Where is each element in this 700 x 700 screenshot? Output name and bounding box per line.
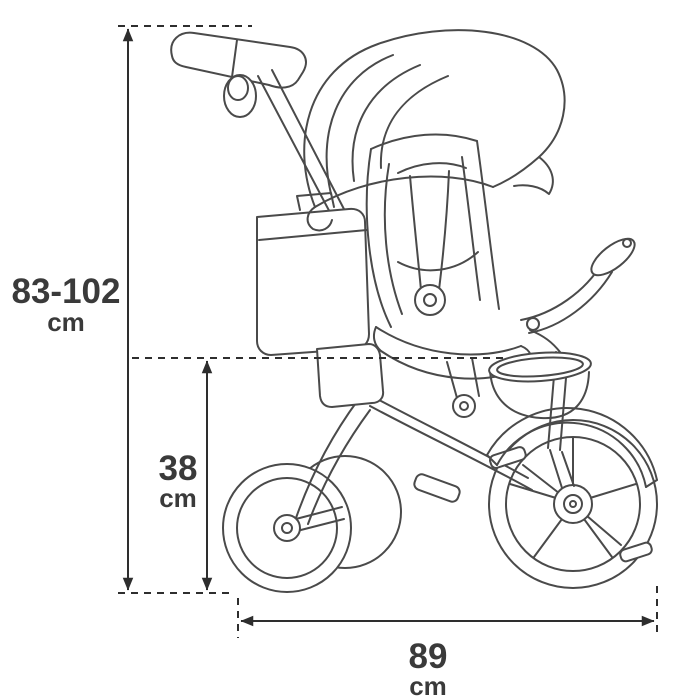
harness-buckle-button [423, 293, 437, 307]
rear-hub [273, 514, 301, 542]
child-handlebar-2 [528, 271, 613, 334]
front-hub-dot [569, 500, 577, 508]
rear-wheels-and-frame [222, 391, 533, 593]
seat-height-dimension-unit: cm [159, 483, 197, 513]
bag-flap-line [258, 229, 368, 241]
canopy-fold-1 [325, 54, 394, 195]
main-frame-beam-2 [369, 405, 533, 491]
canopy [303, 29, 566, 232]
handlebar-bolt [526, 317, 540, 331]
seat-backrest-right [476, 140, 500, 310]
seat-bolster-left [383, 163, 403, 315]
front-wheel-assembly [486, 407, 658, 589]
handle-stem-2 [271, 69, 347, 214]
canopy-visor [513, 156, 554, 195]
canopy-rear-roll [306, 206, 333, 232]
front-hub-inner [563, 494, 583, 514]
seat-support [446, 357, 480, 399]
seat-pivot-dot [459, 401, 469, 411]
canopy-fold-3 [379, 75, 449, 169]
bag-lower-pouch [316, 343, 385, 408]
canopy-bottom-edge [314, 175, 494, 208]
steering-and-handlebar [520, 237, 636, 451]
height-dimension-value: 83-102 [12, 272, 121, 311]
seat-pivot [452, 394, 476, 418]
handlebar-stem-connector [529, 329, 561, 353]
rear-basket [488, 351, 592, 420]
seat-base-rear [372, 326, 382, 352]
harness-strap-left [409, 175, 422, 291]
basket-rim [488, 351, 592, 383]
front-fender-inner [496, 421, 647, 488]
front-tire-outer [488, 419, 658, 589]
footrest [413, 473, 461, 503]
seat-base-top [375, 326, 522, 356]
handlebar-grip-cap [622, 238, 632, 248]
tricycle-drawing [170, 29, 658, 593]
harness-strap-right [438, 170, 450, 291]
canopy-fold-2 [351, 64, 421, 182]
handle-grip-split-line [231, 39, 238, 78]
handle-stem [257, 75, 335, 221]
rear-wheel-near-rim [236, 477, 338, 579]
height-dimension-unit: cm [47, 307, 85, 337]
front-fender-edges [486, 454, 658, 488]
handle-grip-bar [170, 31, 307, 89]
length-dimension-value: 89 [409, 637, 448, 676]
rear-hub-dot [281, 522, 293, 534]
front-spokes [509, 437, 637, 558]
basket-bowl [489, 370, 590, 420]
basket-rim-inner [496, 356, 584, 378]
length-dimension-unit: cm [409, 671, 447, 700]
storage-bag [256, 192, 385, 408]
rear-frame-tube [295, 399, 359, 519]
seat-height-dimension-value: 38 [159, 449, 198, 488]
rear-frame-tube-2 [307, 409, 371, 525]
push-handle [170, 31, 347, 221]
harness-lap-strap [397, 251, 479, 272]
harness-buckle [414, 284, 446, 316]
seat-bolster-right [461, 156, 481, 301]
handlebar-grip [590, 237, 636, 277]
seat-backrest-top [370, 133, 478, 150]
dimension-labels: 83-102 cm 38 cm 89 cm [12, 272, 448, 700]
front-hub [553, 484, 593, 524]
seat-backrest-left [365, 148, 392, 328]
front-fender [486, 407, 658, 481]
main-frame-beam [363, 391, 529, 479]
canopy-outline [303, 29, 566, 208]
dimension-annotations [118, 25, 658, 638]
bag-hanger [296, 192, 335, 211]
seat-headrest-line [397, 162, 467, 174]
pedal-right [619, 541, 653, 563]
rear-axle [291, 506, 345, 533]
front-fork [549, 449, 575, 489]
cup-holder-inner [227, 75, 249, 101]
